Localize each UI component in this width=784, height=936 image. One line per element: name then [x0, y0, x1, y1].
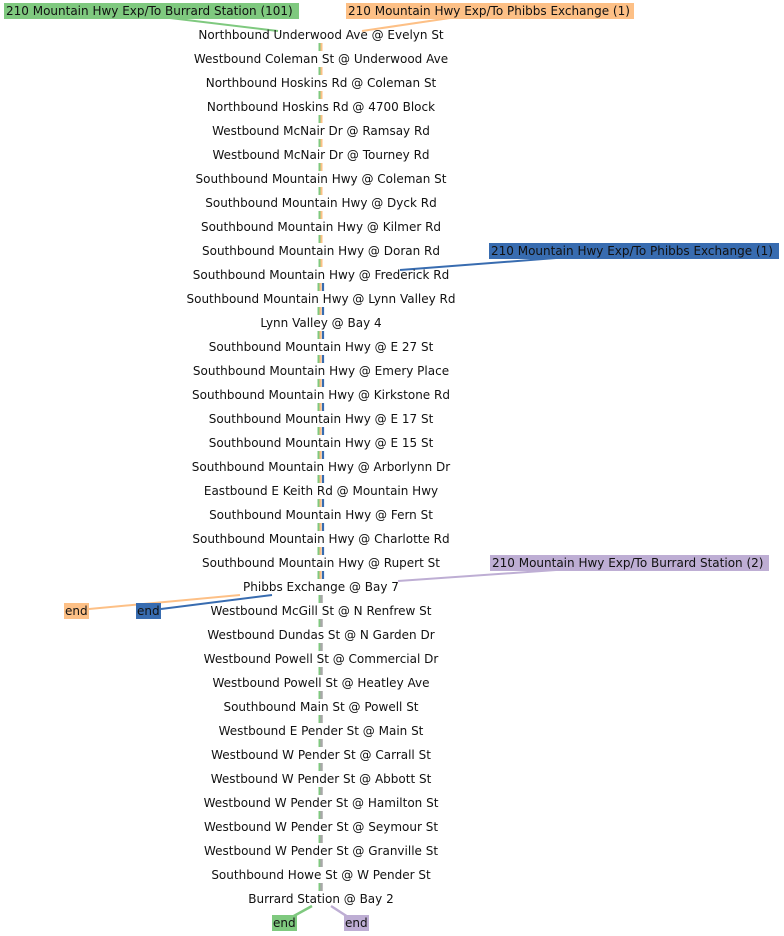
stop-label: Southbound Main St @ Powell St — [223, 700, 418, 714]
route-label-purple: 210 Mountain Hwy Exp/To Burrard Station … — [490, 555, 769, 571]
stop-label: Southbound Mountain Hwy @ Charlotte Rd — [192, 532, 449, 546]
route-label-green-text: 210 Mountain Hwy Exp/To Burrard Station … — [6, 4, 293, 18]
stop-label: Southbound Mountain Hwy @ Doran Rd — [202, 244, 440, 258]
route-label-blue-bg — [489, 243, 779, 259]
stop-label: Southbound Mountain Hwy @ Kirkstone Rd — [192, 388, 450, 402]
stop-label: Westbound Coleman St @ Underwood Ave — [194, 52, 448, 66]
route-label-blue-text: 210 Mountain Hwy Exp/To Phibbs Exchange … — [491, 244, 773, 258]
stop-label: Southbound Mountain Hwy @ E 17 St — [209, 412, 434, 426]
stop-label: Westbound McNair Dr @ Tourney Rd — [212, 148, 429, 162]
stop-label: Southbound Mountain Hwy @ E 27 St — [209, 340, 434, 354]
route-label-purple-text: 210 Mountain Hwy Exp/To Burrard Station … — [492, 556, 763, 570]
stop-label: Westbound W Pender St @ Granville St — [204, 844, 438, 858]
end-label-green-bg — [272, 915, 297, 931]
end-label-orange-bg — [64, 603, 89, 619]
stop-label: Westbound W Pender St @ Carrall St — [211, 748, 431, 762]
stop-label: Southbound Mountain Hwy @ Rupert St — [202, 556, 440, 570]
stop-label: Southbound Mountain Hwy @ Arborlynn Dr — [192, 460, 451, 474]
route-segments — [317, 43, 325, 891]
stop-label: Phibbs Exchange @ Bay 7 — [243, 580, 399, 594]
stop-label: Southbound Mountain Hwy @ Dyck Rd — [205, 196, 436, 210]
stop-label: Westbound E Pender St @ Main St — [219, 724, 424, 738]
stop-list: Northbound Underwood Ave @ Evelyn St West… — [186, 28, 455, 906]
connector-blue-start — [399, 257, 557, 271]
stop-label: Westbound Powell St @ Heatley Ave — [213, 676, 430, 690]
end-label-purple-bg — [344, 915, 369, 931]
stop-label: Eastbound E Keith Rd @ Mountain Hwy — [204, 484, 438, 498]
end-label-orange: end — [64, 603, 89, 619]
connector-green-start — [169, 17, 279, 32]
stop-label: Westbound W Pender St @ Hamilton St — [204, 796, 439, 810]
end-label-blue: end — [136, 603, 161, 619]
connector-blue-end — [160, 594, 273, 610]
stop-label: Westbound W Pender St @ Abbott St — [211, 772, 432, 786]
end-label-purple-text: end — [345, 916, 368, 930]
stop-label: Southbound Mountain Hwy @ E 15 St — [209, 436, 434, 450]
connector-orange-end — [88, 594, 241, 610]
end-label-green: end — [272, 915, 297, 931]
route-label-orange: 210 Mountain Hwy Exp/To Phibbs Exchange … — [346, 3, 634, 19]
route-label-orange-bg — [346, 3, 634, 19]
route-label-purple-bg — [490, 555, 769, 571]
stop-label: Westbound Powell St @ Commercial Dr — [204, 652, 439, 666]
stop-label: Southbound Mountain Hwy @ Fern St — [209, 508, 433, 522]
stop-label: Northbound Hoskins Rd @ Coleman St — [206, 76, 437, 90]
stop-label: Southbound Mountain Hwy @ Lynn Valley Rd — [186, 292, 455, 306]
route-label-orange-text: 210 Mountain Hwy Exp/To Phibbs Exchange … — [348, 4, 630, 18]
stop-label: Southbound Mountain Hwy @ Emery Place — [193, 364, 449, 378]
stop-label: Burrard Station @ Bay 2 — [248, 892, 393, 906]
stop-label: Westbound W Pender St @ Seymour St — [204, 820, 438, 834]
connector-orange-start — [361, 17, 451, 32]
route-label-green: 210 Mountain Hwy Exp/To Burrard Station … — [4, 3, 299, 19]
stop-label: Westbound McGill St @ N Renfrew St — [211, 604, 432, 618]
stop-label: Southbound Mountain Hwy @ Frederick Rd — [193, 268, 449, 282]
stop-label: Lynn Valley @ Bay 4 — [260, 316, 381, 330]
end-label-green-text: end — [273, 916, 296, 930]
stop-label: Northbound Underwood Ave @ Evelyn St — [198, 28, 444, 42]
end-label-purple: end — [344, 915, 369, 931]
connector-purple-start — [397, 569, 557, 582]
end-label-blue-bg — [136, 603, 161, 619]
stop-label: Southbound Mountain Hwy @ Coleman St — [196, 172, 447, 186]
route-label-blue: 210 Mountain Hwy Exp/To Phibbs Exchange … — [489, 243, 779, 259]
stop-label: Southbound Howe St @ W Pender St — [211, 868, 431, 882]
end-label-orange-text: end — [65, 604, 88, 618]
route-label-green-bg — [4, 3, 299, 19]
stop-label: Westbound McNair Dr @ Ramsay Rd — [212, 124, 430, 138]
stop-label: Northbound Hoskins Rd @ 4700 Block — [207, 100, 435, 114]
end-label-blue-text: end — [137, 604, 160, 618]
stop-label: Southbound Mountain Hwy @ Kilmer Rd — [201, 220, 441, 234]
stop-label: Westbound Dundas St @ N Garden Dr — [207, 628, 434, 642]
